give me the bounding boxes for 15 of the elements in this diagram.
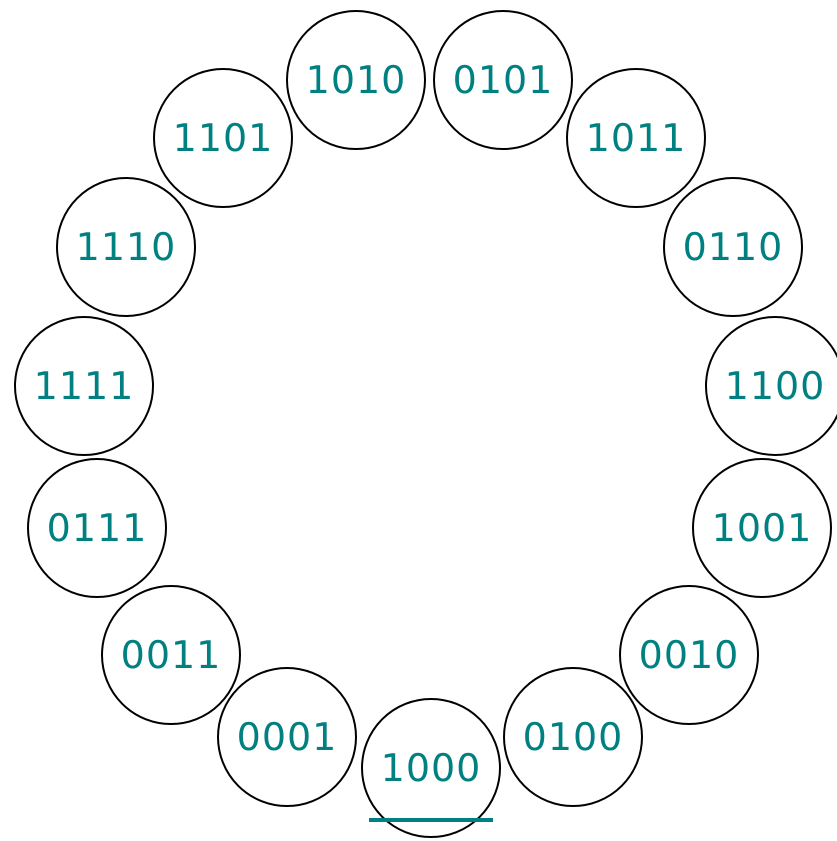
binary-label: 0101 — [452, 61, 554, 99]
binary-label: 0110 — [682, 228, 784, 266]
binary-label: 1010 — [306, 61, 406, 99]
binary-label: 0111 — [46, 509, 148, 547]
binary-label: 0100 — [522, 718, 624, 756]
binary-label: 1000 — [380, 749, 482, 787]
binary-label: 0010 — [638, 636, 740, 674]
binary-label: 1001 — [712, 509, 812, 547]
binary-label: 1011 — [586, 119, 686, 157]
binary-label: 1100 — [724, 367, 826, 405]
binary-label: 1111 — [34, 367, 134, 405]
binary-label: 0011 — [120, 636, 222, 674]
binary-label: 1110 — [76, 228, 176, 266]
binary-label: 0001 — [236, 718, 338, 756]
binary-label: 1101 — [172, 119, 274, 157]
